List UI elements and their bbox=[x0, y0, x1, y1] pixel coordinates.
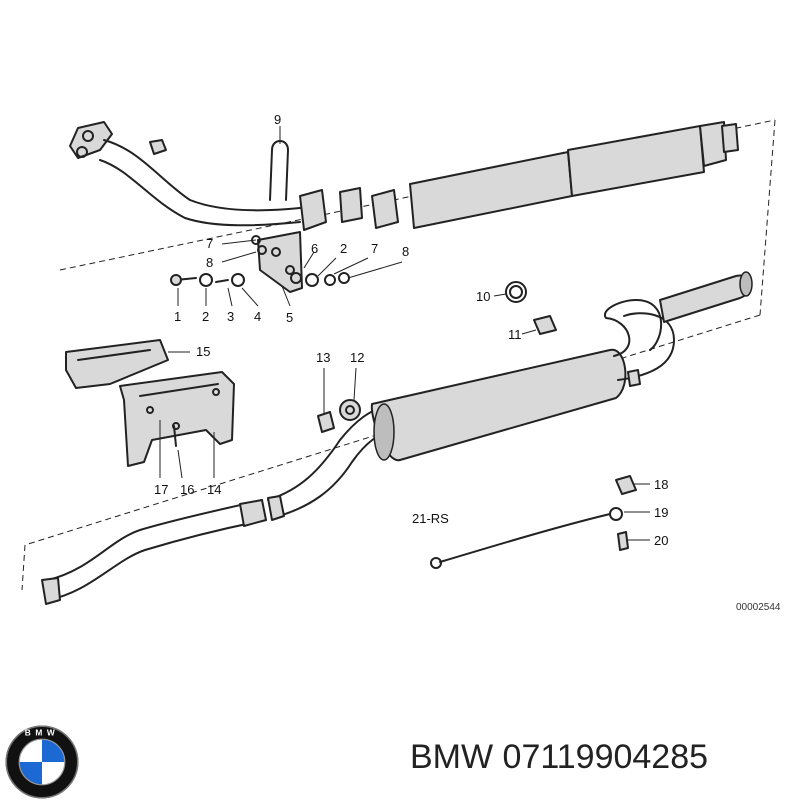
rear-silencer-assembly bbox=[41, 271, 753, 605]
support-bracket bbox=[65, 339, 235, 467]
set-label: 21-RS bbox=[412, 511, 449, 526]
bmw-logo: BMW bbox=[5, 725, 79, 799]
document-number: 00002544 bbox=[736, 602, 781, 613]
front-pipe-assembly bbox=[69, 121, 739, 231]
callout-13: 13 bbox=[316, 350, 330, 365]
logo-lettering: BMW bbox=[25, 727, 60, 737]
callout-labels: 9 7 8 1 2 3 4 5 6 2 7 8 10 11 12 13 15 1… bbox=[154, 112, 781, 613]
callout-5: 5 bbox=[286, 310, 293, 325]
callout-2-right: 2 bbox=[340, 241, 347, 256]
callout-18: 18 bbox=[654, 477, 668, 492]
ground-strap bbox=[430, 475, 637, 569]
callout-8-right: 8 bbox=[402, 244, 409, 259]
callout-2: 2 bbox=[202, 309, 209, 324]
leader-lines bbox=[159, 126, 650, 541]
callout-9: 9 bbox=[274, 112, 281, 127]
seal-ring bbox=[505, 281, 527, 303]
rubber-mount bbox=[317, 399, 361, 433]
callout-15: 15 bbox=[196, 344, 210, 359]
callout-11: 11 bbox=[508, 327, 522, 342]
clip bbox=[533, 315, 557, 335]
brand-name: BMW bbox=[410, 738, 494, 776]
callout-10: 10 bbox=[476, 289, 490, 304]
callout-12: 12 bbox=[350, 350, 364, 365]
callout-20: 20 bbox=[654, 533, 668, 548]
part-caption: BMW 07119904285 bbox=[410, 738, 708, 777]
callout-7-right: 7 bbox=[371, 241, 378, 256]
callout-4: 4 bbox=[254, 309, 261, 324]
callout-7: 7 bbox=[206, 236, 213, 251]
callout-6: 6 bbox=[311, 241, 318, 256]
callout-3: 3 bbox=[227, 309, 234, 324]
part-number: 07119904285 bbox=[502, 738, 709, 776]
fastener-row bbox=[170, 235, 350, 287]
callout-19: 19 bbox=[654, 505, 668, 520]
callout-14: 14 bbox=[207, 482, 221, 497]
callout-16: 16 bbox=[180, 482, 194, 497]
callout-17: 17 bbox=[154, 482, 168, 497]
callout-1: 1 bbox=[174, 309, 181, 324]
u-bolt-clamp bbox=[269, 140, 289, 201]
callout-8: 8 bbox=[206, 255, 213, 270]
